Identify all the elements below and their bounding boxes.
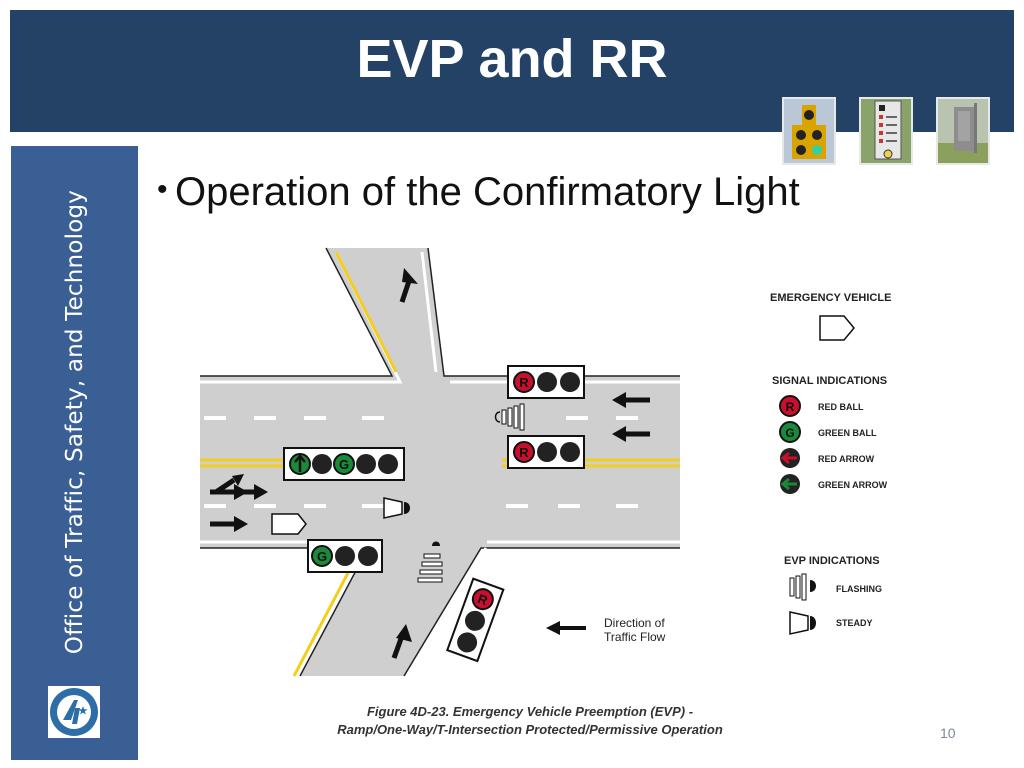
traffic-signal-photo [782, 97, 836, 165]
legend-green-arrow-label: GREEN ARROW [818, 480, 888, 490]
green-ball-indicator [333, 453, 355, 475]
legend-steady-icon [789, 611, 816, 635]
dark-lamp [537, 372, 557, 392]
dark-lamp [358, 546, 378, 566]
signal-head-east-upper: R [507, 365, 585, 399]
road-edge-line [420, 251, 438, 373]
dark-lamp [464, 610, 485, 631]
bullet-item: •Operation of the Confirmatory Light [157, 170, 800, 215]
lane-dashes [204, 416, 638, 508]
evp-intersection-diagram: Direction of Traffic Flow R R [200, 247, 891, 677]
legend-red-ball-label: RED BALL [818, 402, 864, 412]
sidebar-org-name: Office of Traffic, Safety, and Technolog… [62, 189, 88, 655]
legend-heading-emergency-vehicle: EMERGENCY VEHICLE [770, 292, 891, 304]
traffic-arrow-east [210, 516, 248, 532]
road-edge [427, 247, 680, 377]
legend-green-ball-label: GREEN BALL [818, 428, 877, 438]
green-ball-indicator [311, 545, 333, 567]
direction-label-line2: Traffic Flow [604, 630, 666, 644]
caption-line2: Ramp/One-Way/T-Intersection Protected/Pe… [337, 722, 723, 737]
mndot-seal-icon [50, 688, 98, 736]
road-edge [403, 547, 680, 677]
dark-lamp [312, 454, 332, 474]
evp-light-steady [383, 497, 410, 519]
signal-head-west-five-section: G [283, 447, 405, 481]
dark-lamp [378, 454, 398, 474]
signal-letter: G [339, 457, 349, 472]
signal-head-ramp: R [446, 577, 505, 663]
road-edge-line [410, 547, 488, 673]
yellow-line [334, 251, 398, 373]
traffic-arrow-west [612, 392, 650, 408]
legend-red-ball-icon [779, 395, 801, 417]
emergency-vehicle-icon [271, 513, 307, 535]
direction-label-line1: Direction of [604, 616, 665, 630]
evp-light-flashing [417, 541, 443, 583]
evp-light-flashing [494, 403, 525, 431]
bullet-text: Operation of the Confirmatory Light [175, 170, 800, 214]
legend-heading-signal-indications: SIGNAL INDICATIONS [772, 375, 887, 387]
road-edge [200, 247, 394, 377]
legend-green-ball-letter: G [785, 426, 794, 440]
traffic-arrow-east-diagonal [210, 474, 268, 500]
legend-heading-evp-indications: EVP INDICATIONS [784, 555, 880, 567]
slide-number: 10 [940, 725, 956, 741]
legend-green-arrow-icon [780, 474, 800, 494]
dark-lamp [560, 372, 580, 392]
legend-red-arrow-label: RED ARROW [818, 454, 875, 464]
red-ball-indicator [513, 441, 535, 463]
slide-title: EVP and RR [356, 29, 668, 89]
caption-line1: Figure 4D-23. Emergency Vehicle Preempti… [366, 704, 694, 719]
sidebar [11, 146, 138, 760]
figure-caption: Figure 4D-23. Emergency Vehicle Preempti… [300, 703, 760, 739]
legend-flashing-label: FLASHING [836, 584, 882, 594]
signal-letter: G [317, 549, 327, 564]
traffic-signal-image [784, 99, 834, 163]
signal-letter: R [519, 375, 529, 390]
signal-panel-image [861, 99, 911, 163]
signal-head-east-lower: R [507, 435, 585, 469]
signal-letter: R [519, 445, 529, 460]
signal-head-west-lower: G [307, 539, 383, 573]
title-bar [10, 10, 1014, 132]
dark-lamp [537, 442, 557, 462]
bullet-dot: • [157, 173, 168, 206]
traffic-arrow-north [399, 268, 418, 303]
cabinet-photo [936, 97, 990, 165]
traffic-arrow-west [612, 426, 650, 442]
legend-red-ball-letter: R [786, 400, 795, 414]
dark-lamp [335, 546, 355, 566]
legend-steady-label: STEADY [836, 618, 873, 628]
cabinet-image [938, 99, 988, 163]
legend-flashing-icon [789, 573, 816, 601]
road-surface [200, 248, 680, 676]
mndot-logo [48, 686, 100, 738]
dark-lamp [356, 454, 376, 474]
legend-red-arrow-icon [780, 448, 800, 468]
red-ball-indicator [471, 588, 494, 611]
traffic-arrow-north [391, 624, 412, 659]
dark-lamp [560, 442, 580, 462]
legend-emergency-vehicle-icon [819, 315, 855, 341]
legend-green-ball-icon [779, 421, 801, 443]
dark-lamp [457, 632, 478, 653]
signal-panel-photo [859, 97, 913, 165]
traffic-flow-legend-arrow [546, 621, 586, 635]
red-ball-indicator [513, 371, 535, 393]
